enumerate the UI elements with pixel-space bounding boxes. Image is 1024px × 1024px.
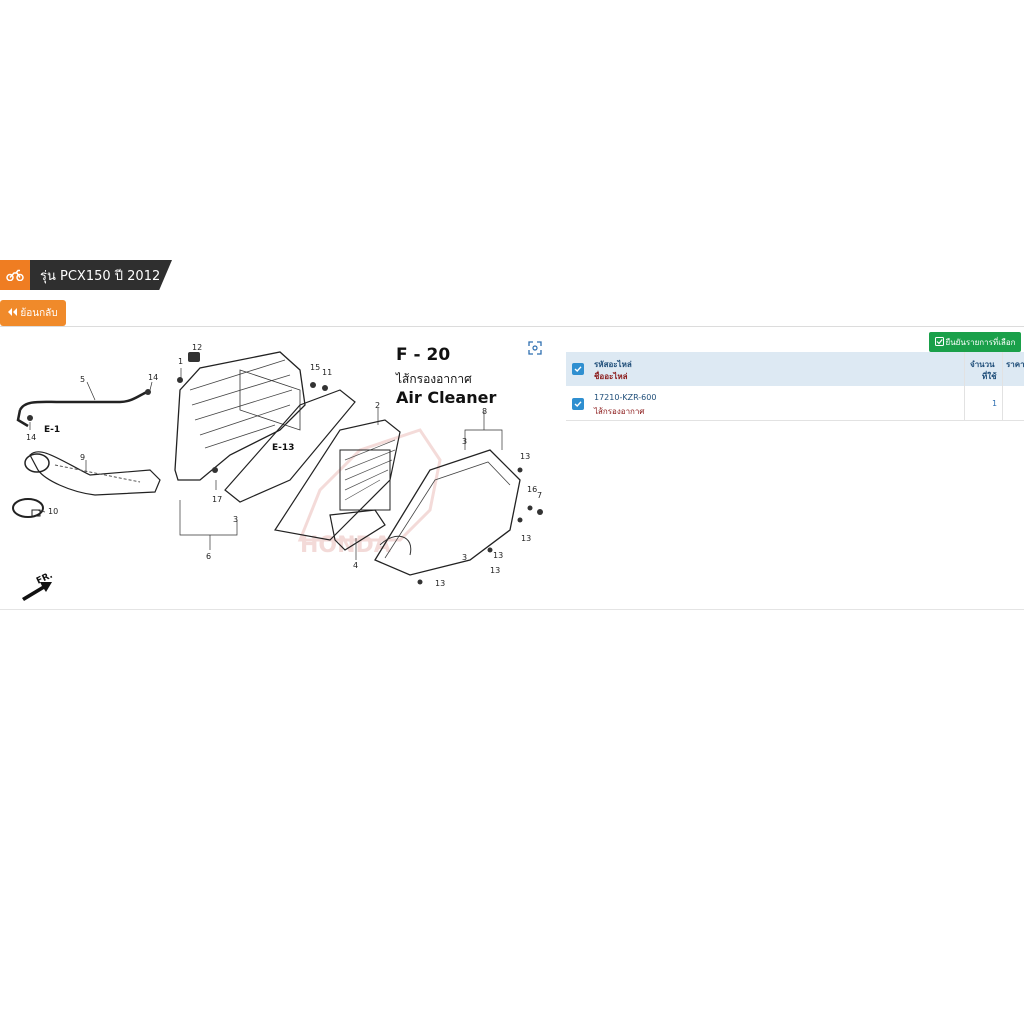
quantity-header-line2: ที่ใช้ [982,372,997,381]
svg-text:13: 13 [521,534,531,543]
svg-text:14: 14 [26,433,36,442]
svg-text:7: 7 [537,491,542,500]
svg-text:1: 1 [178,357,183,366]
svg-text:3: 3 [462,437,467,446]
part-code-header: รหัสอะไหล่ [594,360,632,369]
part-name: ไส้กรองอากาศ [594,407,645,416]
table-row: 17210-KZR-600 ไส้กรองอากาศ 1 [566,386,1024,421]
confirm-selection-button[interactable]: ยืนยันรายการที่เลือก [929,332,1021,352]
table-header-row: รหัสอะไหล่ ชื่ออะไหล่ จำนวน ที่ใช้ ราคา [566,352,1024,386]
page-title: รุ่น PCX150 ปี 2012 [40,268,161,284]
svg-text:3: 3 [233,515,238,524]
check-square-icon [934,336,944,348]
fit-screen-icon[interactable] [528,340,542,355]
svg-text:16: 16 [527,485,537,494]
check-icon [574,366,582,372]
diagram-drawing: HONDA [12,343,543,601]
svg-text:2: 2 [375,401,380,410]
svg-text:9: 9 [80,453,85,462]
price-header: ราคา [1006,360,1024,369]
svg-text:12: 12 [192,343,202,352]
column-divider [1002,352,1003,420]
part-code: 17210-KZR-600 [594,393,657,402]
parts-diagram: HONDA [0,330,560,605]
model-header: รุ่น PCX150 ปี 2012 [0,260,172,290]
part-name-header: ชื่ออะไหล่ [594,372,628,381]
diagram-title-english: Air Cleaner [396,388,497,407]
select-all-checkbox[interactable] [572,363,584,375]
svg-text:14: 14 [148,373,158,382]
svg-text:15: 15 [310,363,320,372]
svg-text:3: 3 [462,553,467,562]
diagram-title-thai: ไส้กรองอากาศ [396,372,472,386]
svg-text:17: 17 [212,495,222,504]
svg-text:5: 5 [80,375,85,384]
svg-text:13: 13 [520,452,530,461]
double-chevron-left-icon [8,307,18,319]
header-title-box: รุ่น PCX150 ปี 2012 [30,260,172,290]
svg-text:E-13: E-13 [272,443,294,453]
svg-text:6: 6 [206,552,211,561]
quantity-header-line1: จำนวน [970,360,995,369]
check-icon [574,401,582,407]
svg-text:10: 10 [48,507,58,516]
header-icon-box [0,260,30,290]
content-divider-top [0,326,1024,327]
front-direction-arrow: FR. [22,571,54,601]
svg-text:E-1: E-1 [44,425,60,435]
svg-text:13: 13 [435,579,445,588]
svg-text:13: 13 [490,566,500,575]
part-quantity: 1 [992,399,998,408]
column-divider [964,352,965,420]
back-button-label: ย้อนกลับ [20,307,58,319]
svg-text:8: 8 [482,407,487,416]
confirm-selection-label: ยืนยันรายการที่เลือก [945,337,1016,347]
diagram-code: F - 20 [396,345,451,365]
back-button[interactable]: ย้อนกลับ [0,300,66,326]
svg-text:13: 13 [493,551,503,560]
svg-text:11: 11 [322,368,332,377]
parts-table: รหัสอะไหล่ ชื่ออะไหล่ จำนวน ที่ใช้ ราคา … [566,352,1024,422]
svg-text:4: 4 [353,561,358,570]
content-divider-bottom [0,609,1024,610]
motorcycle-icon [6,266,24,285]
row-checkbox[interactable] [572,398,584,410]
